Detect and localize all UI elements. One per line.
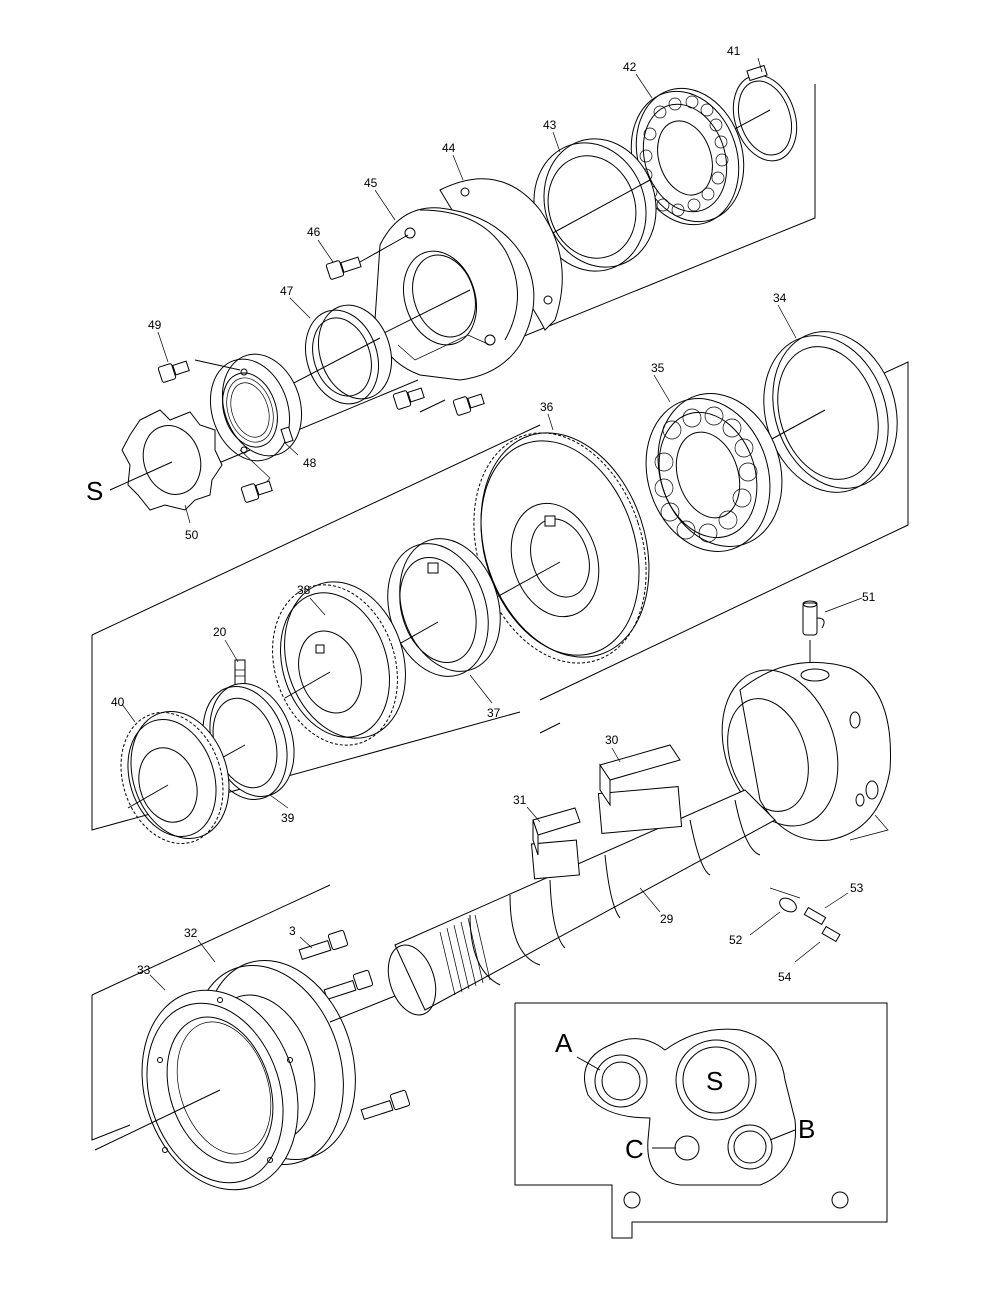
leader-lines	[121, 57, 863, 991]
part-label-35: 35	[651, 361, 665, 375]
part-label-43: 43	[543, 118, 557, 132]
part-label-45: 45	[364, 176, 378, 190]
detent-ball-52	[769, 887, 801, 913]
part-labels: 41 42 43 44 45 46 47 49 48 50 34 35 36 3…	[111, 44, 876, 984]
part-label-36: 36	[540, 400, 554, 414]
spacer-ring-43	[533, 138, 657, 272]
part-label-39: 39	[281, 811, 295, 825]
cap-screw-lower	[240, 480, 273, 503]
pin-51	[802, 600, 825, 672]
port-label-b: B	[798, 1114, 815, 1144]
part-label-34: 34	[773, 291, 787, 305]
spindle-shaft-29	[387, 786, 776, 1016]
part-label-44: 44	[442, 141, 456, 155]
key-31	[532, 807, 581, 856]
cap-screw-3	[298, 929, 411, 1121]
port-label-s: S	[706, 1066, 723, 1096]
set-screw-54	[821, 925, 841, 943]
port-label-s-left: S	[86, 476, 103, 506]
part-label-29: 29	[660, 912, 674, 926]
sleeve-37	[384, 538, 501, 677]
cap-screw-46	[325, 234, 409, 280]
assembly-axis-lines	[329, 399, 561, 1023]
gear-38	[272, 581, 406, 746]
port-label-a: A	[555, 1028, 573, 1058]
part-label-49: 49	[148, 318, 162, 332]
gear-40	[120, 710, 230, 844]
roller-bearing-35	[645, 393, 783, 552]
part-label-41: 41	[727, 44, 741, 58]
cap-screw-49	[157, 360, 190, 383]
cover-33	[94, 989, 299, 1191]
part-label-47: 47	[280, 284, 294, 298]
port-plate-inset	[514, 1002, 888, 1239]
port-label-c: C	[625, 1134, 644, 1164]
spring-53	[803, 906, 827, 926]
part-label-37: 37	[487, 706, 501, 720]
clutch-gear-50	[109, 409, 223, 511]
cap-screw-housing-pair	[392, 387, 485, 416]
part-label-40: 40	[111, 695, 125, 709]
lock-nut-48	[194, 353, 303, 491]
ball-bearing-42	[630, 87, 745, 226]
part-label-52: 52	[729, 933, 743, 947]
part-label-38: 38	[297, 583, 311, 597]
group-boundary-bottom	[91, 884, 331, 1141]
key-30	[599, 744, 681, 807]
flange-housing-45	[359, 207, 535, 381]
part-label-48: 48	[303, 456, 317, 470]
port-labels: S A S B C	[86, 476, 815, 1164]
part-label-51: 51	[862, 590, 876, 604]
spindle-housing	[721, 661, 891, 841]
part-label-3: 3	[289, 924, 296, 938]
part-label-32: 32	[184, 926, 198, 940]
part-label-54: 54	[778, 970, 792, 984]
part-label-46: 46	[307, 225, 321, 239]
part-label-50: 50	[185, 528, 199, 542]
part-label-20: 20	[213, 625, 227, 639]
group-boundary-middle	[91, 361, 909, 831]
outer-ring-34	[763, 331, 898, 493]
part-label-30: 30	[605, 733, 619, 747]
part-label-33: 33	[137, 963, 151, 977]
part-label-31: 31	[513, 793, 527, 807]
part-label-42: 42	[623, 60, 637, 74]
sleeve-47	[289, 304, 392, 405]
part-label-53: 53	[850, 881, 864, 895]
